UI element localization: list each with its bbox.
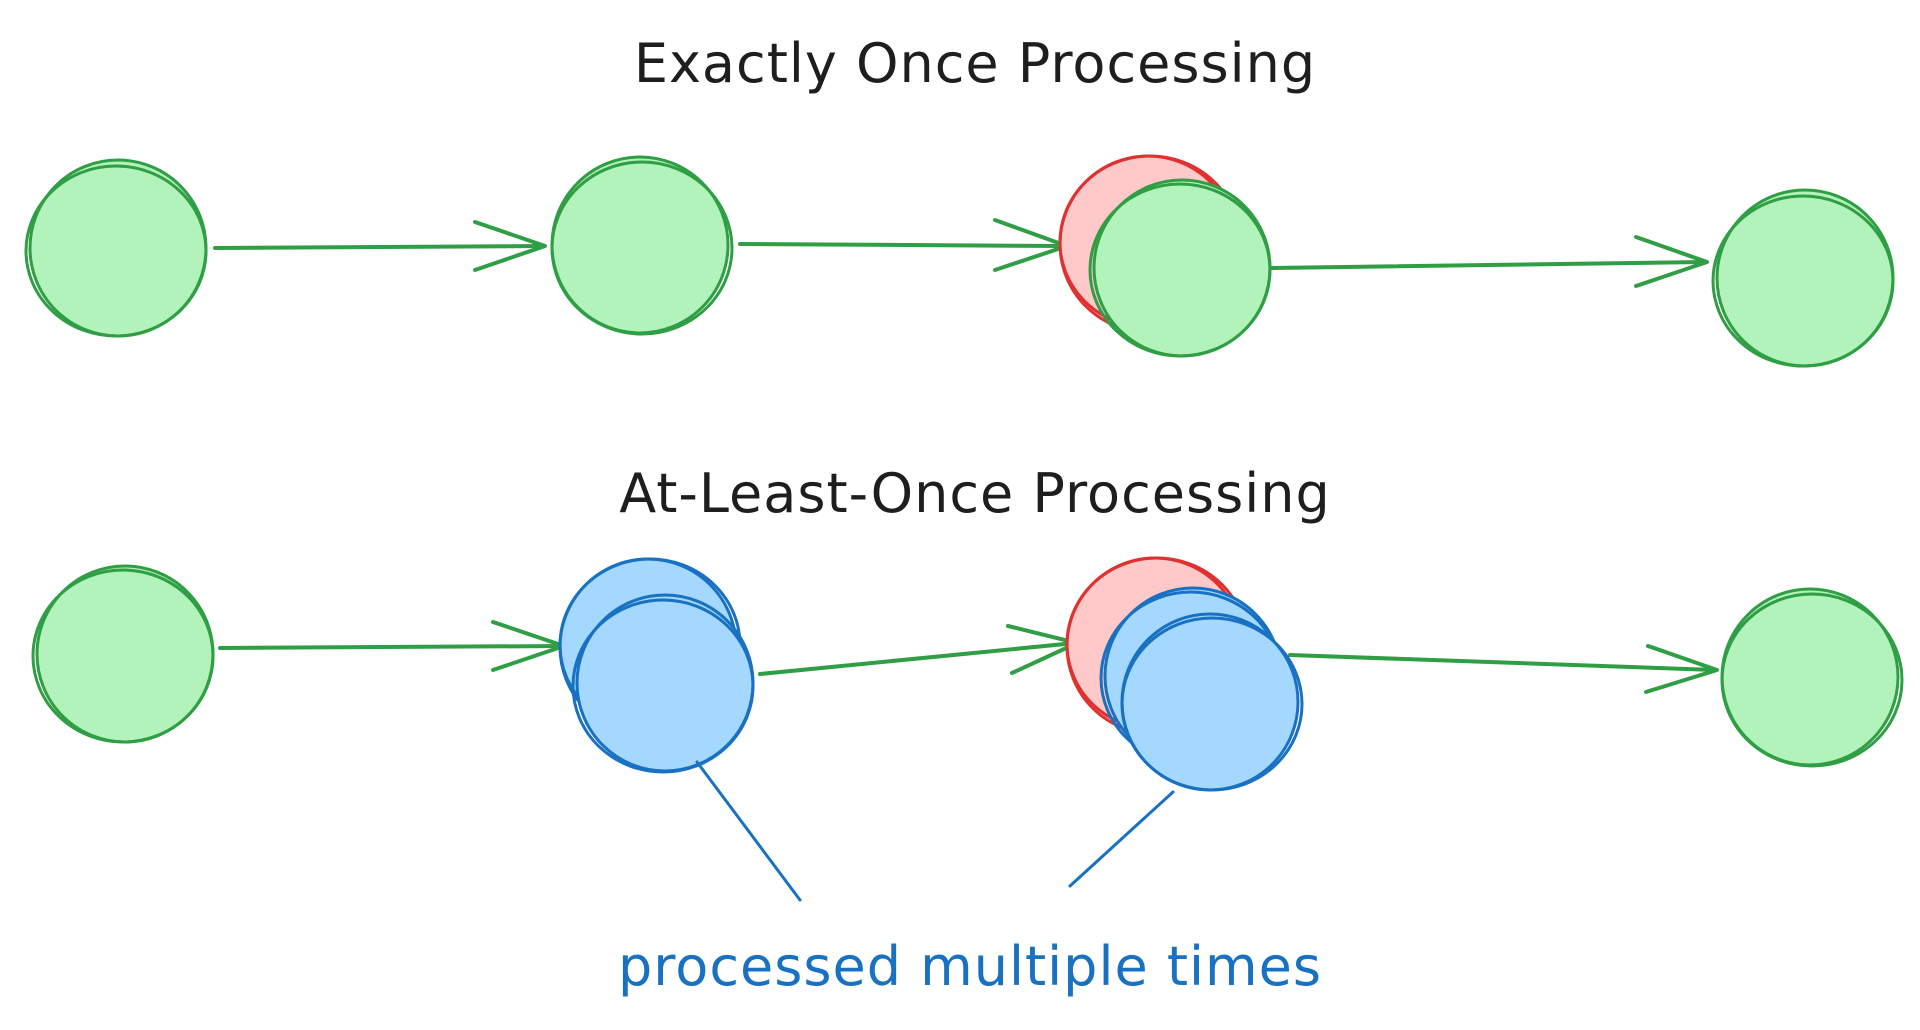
arrow-1-2	[218, 620, 566, 672]
success-node	[1711, 188, 1895, 368]
arrow-2-3	[738, 218, 1069, 272]
arrow-3-4	[1288, 644, 1719, 694]
title-exactly-once: Exactly Once Processing	[634, 32, 1316, 95]
title-at-least-once: At-Least-Once Processing	[619, 462, 1331, 525]
exactly-once-row	[24, 154, 1895, 368]
success-node	[24, 158, 208, 338]
leader-line	[695, 760, 802, 902]
annotation-label: processed multiple times	[618, 935, 1322, 998]
arrow-3-4	[1270, 235, 1709, 288]
retry-node	[1120, 612, 1304, 792]
success-node	[31, 564, 215, 744]
success-node	[1720, 587, 1904, 768]
success-node	[1088, 178, 1272, 358]
annotation: processed multiple times	[618, 760, 1322, 998]
retry-node	[571, 593, 755, 774]
arrow-1-2	[213, 220, 547, 272]
success-node	[550, 155, 734, 336]
arrow-2-3	[758, 624, 1079, 676]
leader-line	[1068, 790, 1175, 888]
at-least-once-row	[31, 556, 1904, 792]
